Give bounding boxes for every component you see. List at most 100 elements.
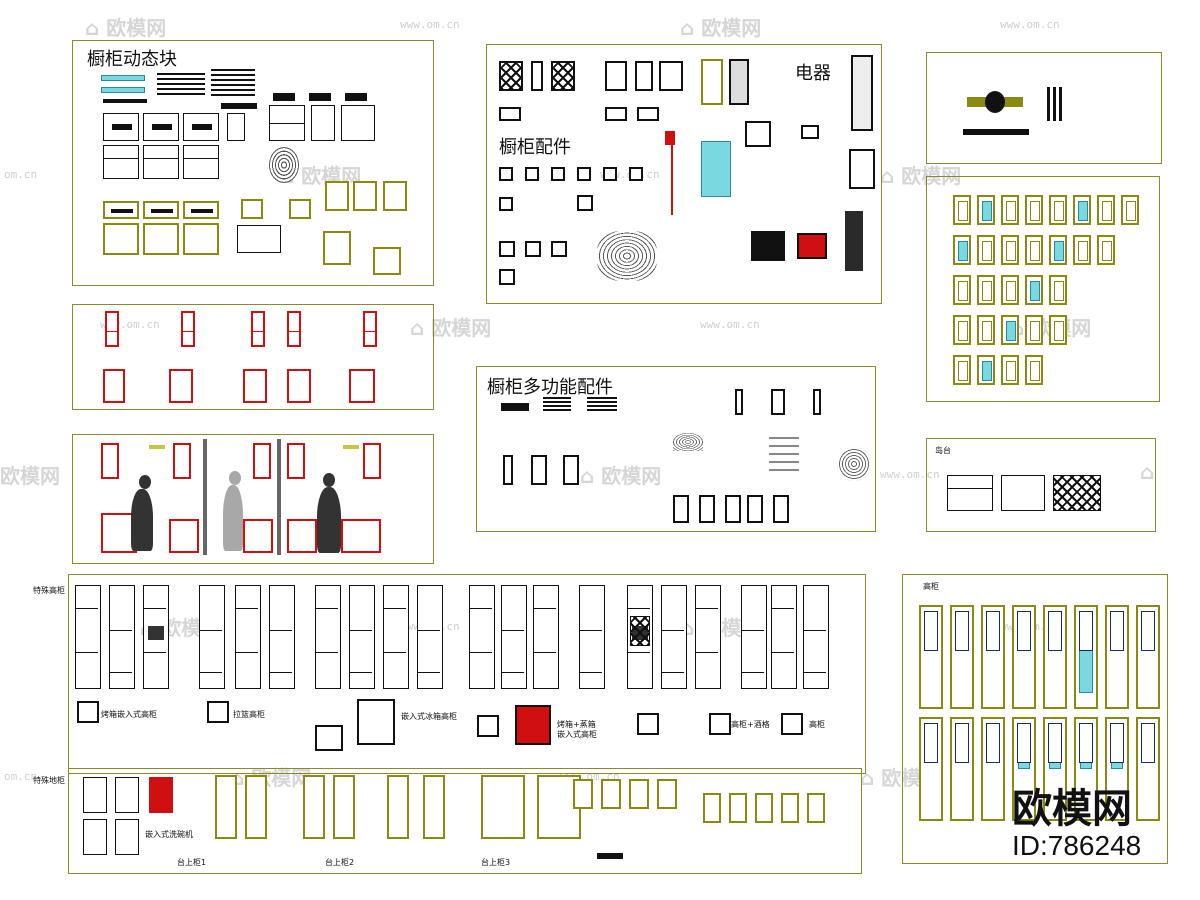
wine-grid	[630, 616, 650, 646]
olive-cabinet	[383, 181, 407, 211]
shelf	[502, 672, 524, 673]
base-cabinet	[269, 105, 305, 141]
small-square	[525, 167, 539, 181]
door-inset	[955, 611, 969, 651]
red-cabinet	[251, 311, 265, 347]
counter-cabinet	[303, 775, 325, 839]
shelf	[350, 672, 372, 673]
tall-door	[1136, 717, 1160, 821]
shelf	[316, 608, 338, 609]
door-style	[1049, 275, 1067, 305]
red-cabinet	[169, 369, 193, 403]
oven	[701, 59, 723, 105]
panel-door-styles	[926, 176, 1160, 402]
tall-cabinet	[75, 585, 101, 689]
base-cabinet	[183, 145, 219, 179]
tall-door	[1105, 717, 1129, 821]
cooker-hood	[751, 231, 785, 261]
tall-cabinet	[579, 585, 605, 689]
label-oven-builtin: 烤箱嵌入式高柜	[101, 710, 157, 719]
watermark-left-2: 欧模网	[0, 464, 60, 488]
base-cabinet	[143, 113, 179, 141]
label-fridge-builtin: 嵌入式冰箱高柜	[401, 712, 457, 721]
small-square	[525, 241, 541, 257]
small-cabinet	[807, 793, 825, 823]
tray-stack	[769, 437, 799, 473]
tall-door	[981, 605, 1005, 709]
base-cabinet	[103, 145, 139, 179]
small-cabinet	[657, 779, 677, 809]
basket	[773, 495, 789, 523]
washer	[849, 149, 875, 189]
pull-out-rack	[813, 389, 821, 415]
door-style	[1097, 195, 1115, 225]
plan-square	[515, 705, 551, 745]
door-inset	[1017, 723, 1031, 763]
sofa-icon: ⌂	[85, 16, 100, 40]
door-style	[1097, 235, 1115, 265]
oven-window	[148, 626, 164, 640]
island-unit	[947, 475, 993, 511]
door-inset	[982, 241, 992, 261]
shelf	[365, 331, 375, 332]
counter-cabinet	[333, 775, 355, 839]
door-inset	[1006, 201, 1016, 221]
island-unit	[1001, 475, 1045, 511]
tall-cabinet	[269, 585, 295, 689]
shelf	[502, 630, 524, 631]
small-cabinet	[729, 793, 747, 823]
label-tall: 高柜	[809, 720, 825, 729]
shelf	[183, 331, 193, 332]
olive-cabinet	[143, 201, 179, 219]
panel-special-tall: 特殊高柜 烤箱嵌入式高柜 拉篮高柜 嵌入式冰箱高柜 烤箱+蒸箱 嵌入式高柜 高柜…	[33, 574, 866, 774]
red-cabinet	[105, 311, 119, 347]
watermark-url-top-2: www.om.cn	[1000, 18, 1060, 31]
door-inset	[1054, 201, 1064, 221]
olive-cabinet	[143, 223, 179, 255]
shelf	[236, 652, 258, 653]
tray	[543, 397, 571, 411]
olive-cabinet	[183, 201, 219, 219]
rail-block	[345, 93, 367, 101]
shelf	[418, 630, 440, 631]
red-cabinet	[349, 369, 375, 403]
person-silhouette	[131, 489, 153, 551]
olive-cabinet	[103, 223, 139, 255]
tall-cabinet	[803, 585, 829, 689]
label-counter3: 台上柜3	[481, 858, 511, 867]
basket	[725, 495, 741, 523]
counter-cabinet	[423, 775, 445, 839]
rail-block	[157, 73, 205, 95]
shelf	[772, 608, 794, 609]
tray	[587, 397, 617, 411]
id-text: ID:786248	[1012, 830, 1142, 861]
door-style	[1025, 315, 1043, 345]
door-inset	[958, 321, 968, 341]
small-square	[577, 195, 593, 211]
moulding-ornament	[985, 91, 1005, 113]
person-head	[139, 475, 151, 489]
tall-cabinet	[771, 585, 797, 689]
base-unit	[115, 777, 139, 813]
red-cabinet	[287, 311, 301, 347]
door-style	[1073, 195, 1091, 225]
shelf	[534, 608, 556, 609]
appliances-label: 电器	[795, 63, 831, 84]
door-style	[953, 195, 971, 225]
counter-cabinet	[387, 775, 409, 839]
tall-door	[1136, 605, 1160, 709]
door-inset	[1006, 281, 1016, 301]
shelf	[772, 652, 794, 653]
red-cabinet	[181, 311, 195, 347]
tall-cabinet	[533, 585, 559, 689]
label-dishwasher: 嵌入式洗碗机	[145, 830, 193, 839]
person-head	[229, 471, 241, 485]
plan-square	[781, 713, 803, 735]
tall-cabinet	[235, 585, 261, 689]
base-cabinet	[243, 519, 273, 553]
tall-door	[919, 605, 943, 709]
door	[531, 61, 543, 91]
small-cabinet	[755, 793, 773, 823]
sink-sketch	[597, 231, 657, 281]
door-style	[1049, 315, 1067, 345]
